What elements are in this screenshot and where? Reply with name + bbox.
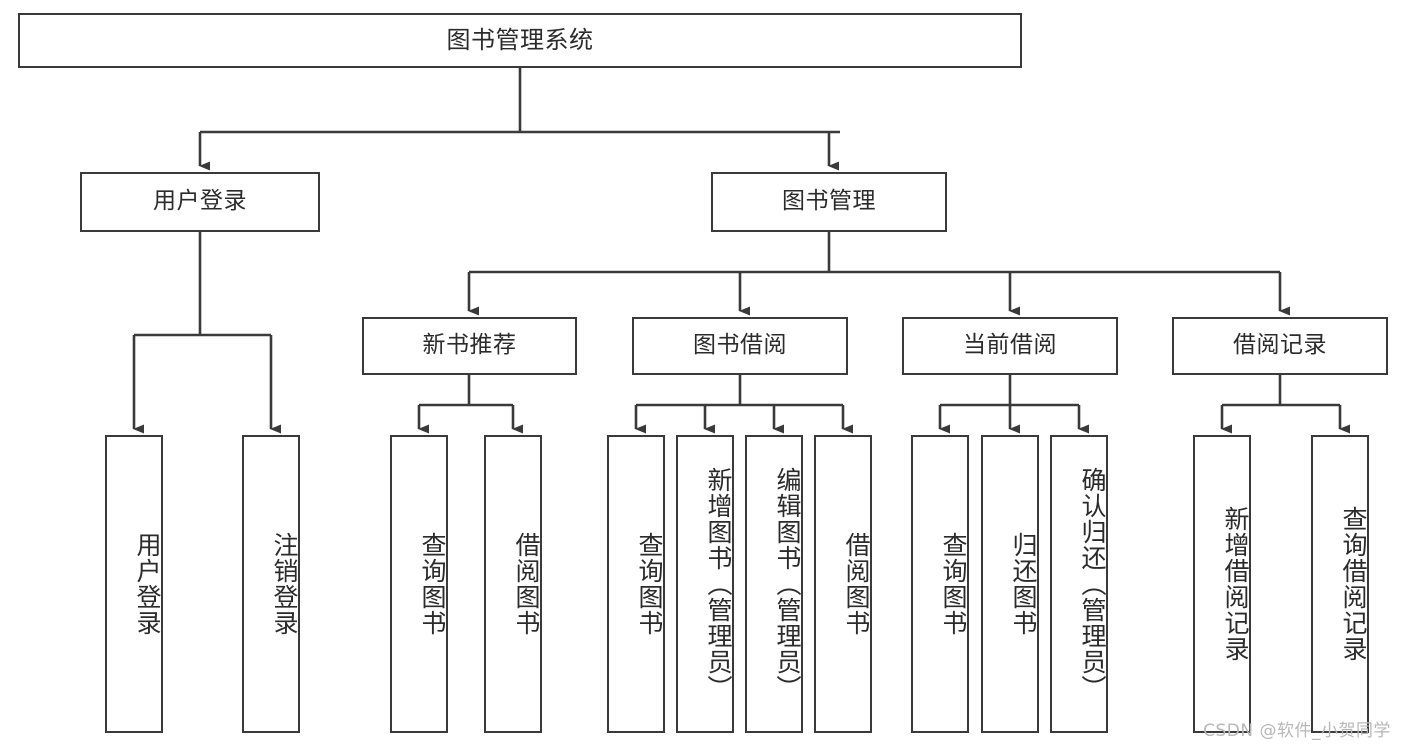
watermark-text: CSDN @软件_小贺同学 bbox=[1203, 721, 1391, 741]
leaf-new-book-query[interactable]: 查询图书 bbox=[390, 435, 448, 733]
leaf-user-login-signout[interactable]: 注销登录 bbox=[242, 435, 300, 733]
leaf-current-confirm-return-admin[interactable]: 确认归还（管理员） bbox=[1050, 435, 1108, 733]
leaf-current-query-book[interactable]: 查询图书 bbox=[911, 435, 969, 733]
node-book-management[interactable]: 图书管理 bbox=[711, 172, 947, 232]
node-book-borrow[interactable]: 图书借阅 bbox=[632, 317, 848, 375]
leaf-borrow-edit-book-admin[interactable]: 编辑图书（管理员） bbox=[745, 435, 803, 733]
leaf-user-login-signin[interactable]: 用户登录 bbox=[105, 435, 163, 733]
node-borrow-records[interactable]: 借阅记录 bbox=[1172, 317, 1388, 375]
leaf-records-query-record[interactable]: 查询借阅记录 bbox=[1311, 435, 1369, 733]
node-user-login[interactable]: 用户登录 bbox=[80, 172, 320, 232]
leaf-current-return-book[interactable]: 归还图书 bbox=[981, 435, 1039, 733]
leaf-new-book-borrow[interactable]: 借阅图书 bbox=[484, 435, 542, 733]
node-new-book-recommend[interactable]: 新书推荐 bbox=[362, 317, 577, 375]
node-root-system[interactable]: 图书管理系统 bbox=[18, 13, 1022, 68]
leaf-borrow-add-book-admin[interactable]: 新增图书（管理员） bbox=[676, 435, 734, 733]
leaf-records-add-record[interactable]: 新增借阅记录 bbox=[1193, 435, 1251, 733]
leaf-borrow-query-book[interactable]: 查询图书 bbox=[607, 435, 665, 733]
node-current-borrow[interactable]: 当前借阅 bbox=[902, 317, 1118, 375]
leaf-borrow-borrow-book[interactable]: 借阅图书 bbox=[814, 435, 872, 733]
